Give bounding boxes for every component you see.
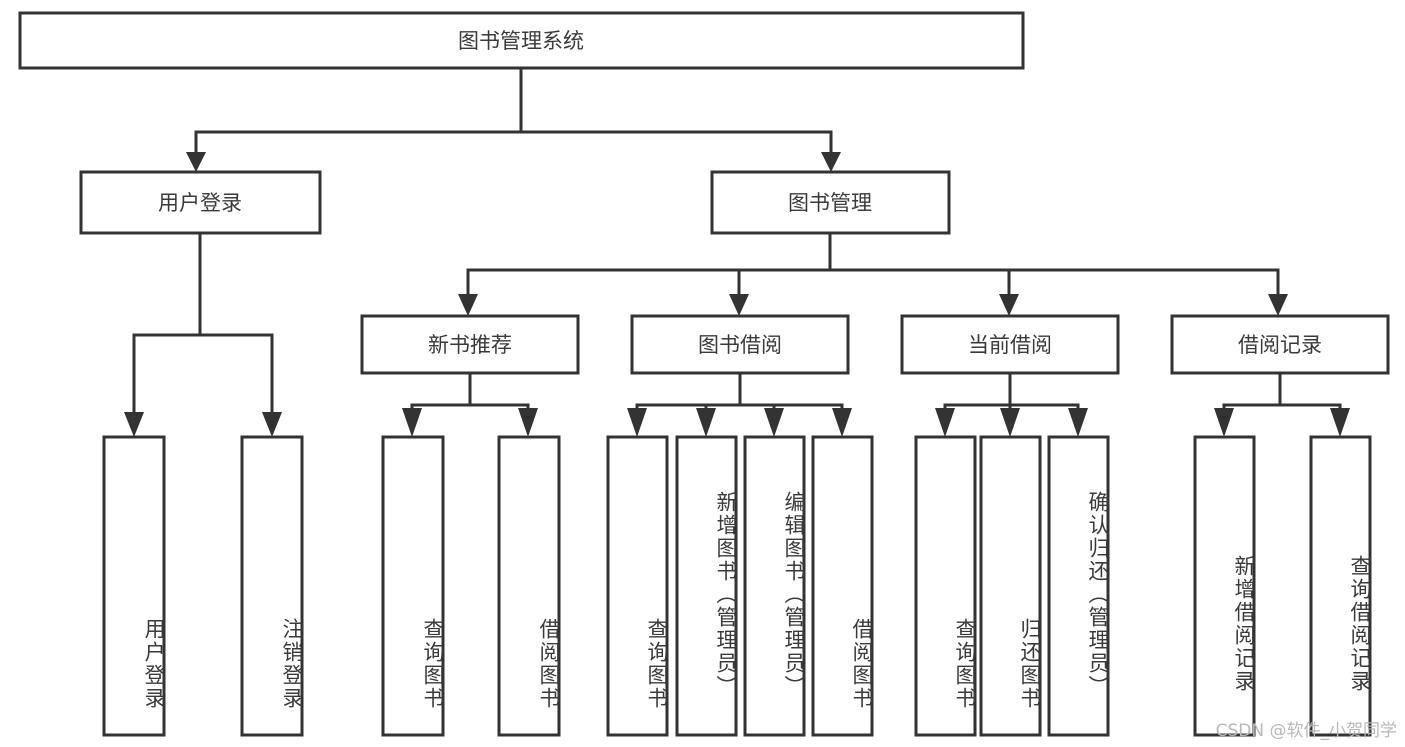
connector-root-bus xyxy=(194,66,833,157)
connector-book-borrow-bus xyxy=(635,371,844,417)
csdn-watermark: CSDN @软件_小贺同学 xyxy=(1215,721,1397,741)
leaf-box-bb-add-book[interactable] xyxy=(675,435,738,737)
arrow-to-leaf-user-login xyxy=(124,412,144,437)
arrow-to-leaf-br-add xyxy=(1214,408,1234,437)
arrow-to-new-book xyxy=(458,294,478,316)
arrow-to-leaf-cb-confirm xyxy=(1068,408,1088,437)
leaf-box-cb-confirm-return[interactable] xyxy=(1047,435,1110,737)
node-book-manage-label: 图书管理 xyxy=(788,191,872,215)
leaf-box-logout[interactable] xyxy=(240,435,304,737)
arrow-to-current-borrow xyxy=(999,294,1019,316)
leaf-box-user-login[interactable] xyxy=(102,435,166,737)
leaf-box-cb-return-book[interactable] xyxy=(979,435,1042,737)
arrow-to-leaf-nb-borrow xyxy=(518,408,538,437)
arrow-to-user-login xyxy=(186,152,206,172)
leaf-box-nb-borrow-book[interactable] xyxy=(497,435,561,737)
arrow-to-leaf-bb-borrow xyxy=(832,408,852,437)
node-root[interactable] xyxy=(18,11,1025,70)
arrow-to-book-borrow xyxy=(729,294,749,316)
connector-user-login-bus xyxy=(132,231,274,417)
arrow-to-leaf-logout xyxy=(262,412,282,437)
node-new-book-recommend-label: 新书推荐 xyxy=(428,333,512,357)
arrow-to-leaf-bb-query xyxy=(627,408,647,437)
arrow-to-leaf-nb-query xyxy=(402,408,422,437)
arrow-to-leaf-cb-query xyxy=(935,408,955,437)
node-user-login[interactable] xyxy=(79,170,322,235)
arrow-to-leaf-cb-return xyxy=(1000,408,1020,437)
node-user-login-label: 用户登录 xyxy=(158,191,242,215)
connector-new-book-bus xyxy=(410,371,530,417)
node-borrow-record-label: 借阅记录 xyxy=(1238,333,1322,357)
leaf-box-br-add-record[interactable] xyxy=(1193,435,1256,737)
leaf-box-bb-query-book[interactable] xyxy=(606,435,669,737)
node-root-label: 图书管理系统 xyxy=(458,29,584,53)
arrow-to-borrow-record xyxy=(1268,294,1288,316)
node-current-borrow-label: 当前借阅 xyxy=(968,333,1052,357)
leaf-box-bb-edit-book[interactable] xyxy=(743,435,806,737)
node-book-borrow-label: 图书借阅 xyxy=(698,333,782,357)
leaf-box-br-query-record[interactable] xyxy=(1309,435,1372,737)
connector-book-manage-bus xyxy=(466,231,1280,299)
leaf-box-bb-borrow-book[interactable] xyxy=(811,435,874,737)
connector-borrow-record-bus xyxy=(1222,371,1342,417)
leaf-box-cb-query-book[interactable] xyxy=(914,435,977,737)
arrow-to-leaf-br-query xyxy=(1330,408,1350,437)
arrow-to-leaf-bb-add xyxy=(696,408,716,437)
node-new-book-recommend[interactable] xyxy=(360,314,580,375)
leaf-box-nb-query-book[interactable] xyxy=(381,435,445,737)
node-current-borrow[interactable] xyxy=(900,314,1120,375)
arrow-to-leaf-bb-edit xyxy=(764,408,784,437)
arrow-to-book-manage xyxy=(821,152,841,172)
